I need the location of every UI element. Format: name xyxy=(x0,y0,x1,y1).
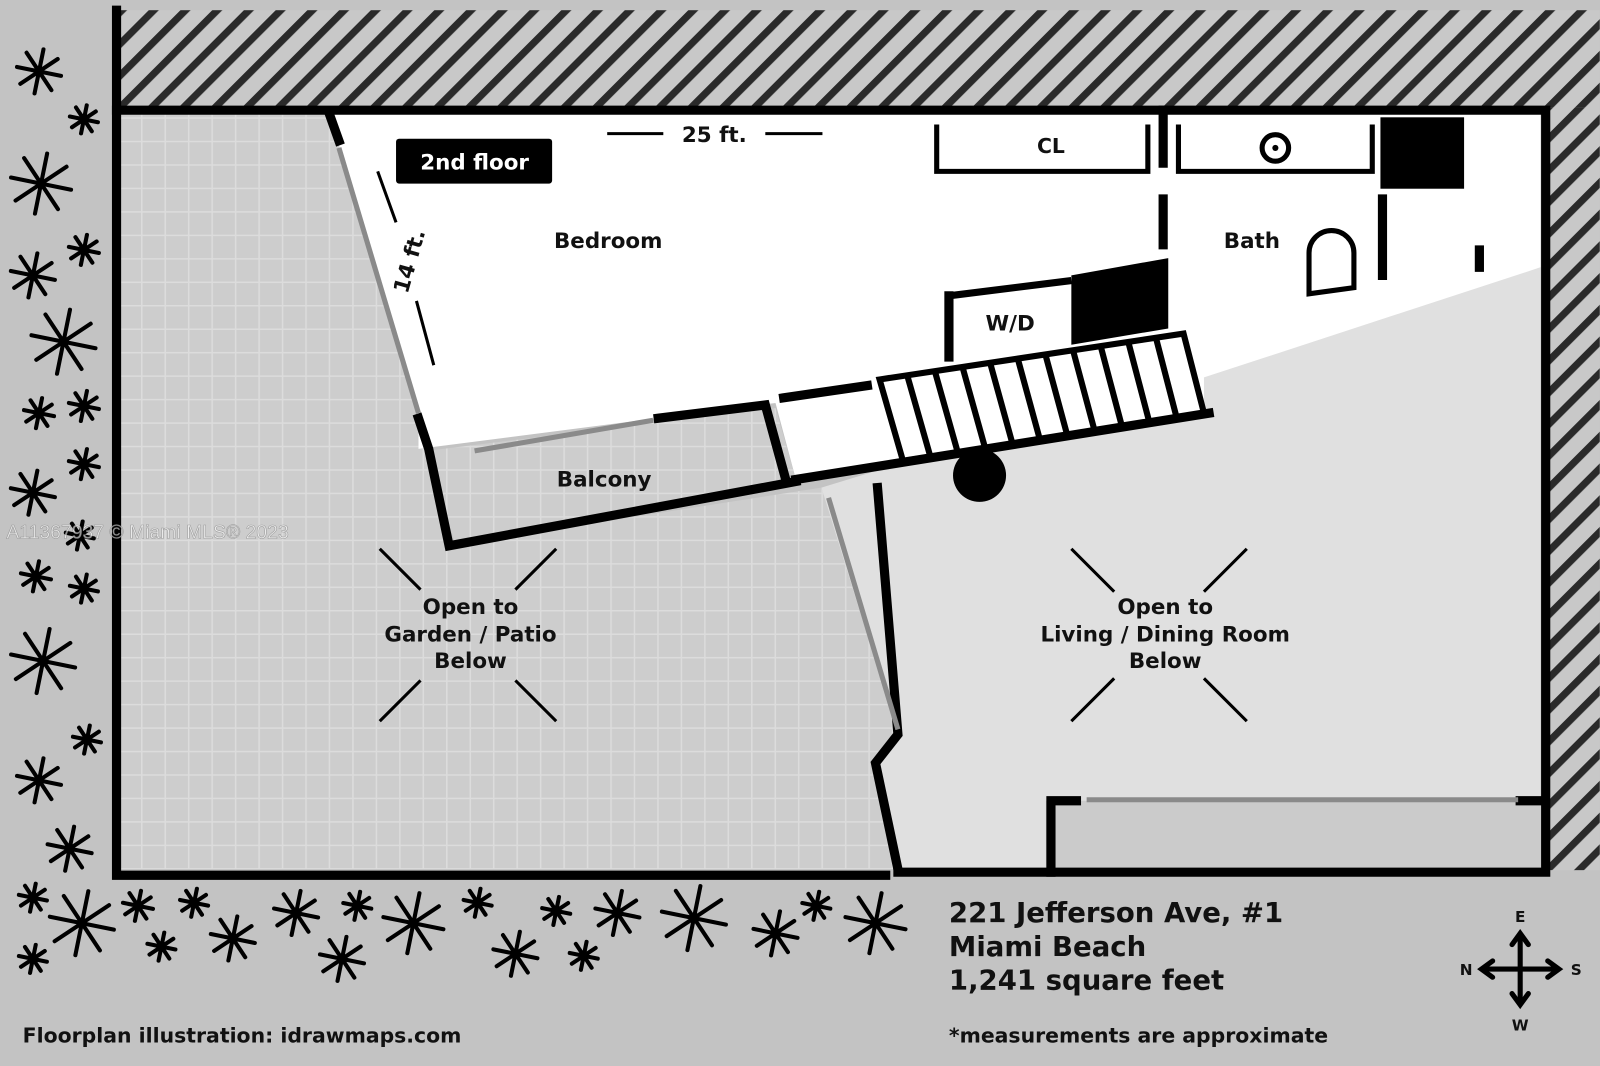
shrub-icon xyxy=(47,889,116,958)
stair-tread xyxy=(1152,336,1180,419)
shrub-icon xyxy=(208,914,257,963)
living-dining-area xyxy=(821,267,1541,870)
shrub-icon xyxy=(18,559,53,594)
shrub-icon xyxy=(66,232,101,267)
closet xyxy=(934,124,1151,174)
compass-north: N xyxy=(1460,961,1473,979)
floor-badge-label: 2nd floor xyxy=(420,150,529,175)
shrub-icon xyxy=(800,889,833,922)
shrub-icon xyxy=(540,894,573,927)
garden-label-line: Garden / Patio xyxy=(384,623,556,648)
open-below-marks xyxy=(378,547,1248,723)
shrub-icon xyxy=(8,251,57,300)
sink-icon xyxy=(1259,132,1292,164)
shrub-icon xyxy=(272,888,321,938)
stair-tread xyxy=(1042,353,1071,436)
shrub-icon xyxy=(593,888,642,938)
credit: Floorplan illustration: idrawmaps.com xyxy=(23,1024,462,1048)
address: 221 Jefferson Ave, #1 xyxy=(949,897,1283,929)
room-bath: Bath xyxy=(1224,229,1280,254)
garden-patio-area xyxy=(120,110,898,870)
shrub-icon xyxy=(45,824,94,873)
shrub-icon xyxy=(16,881,49,914)
living-label-line: Below xyxy=(1129,649,1202,674)
room-laundry: W/D xyxy=(986,312,1035,337)
shrub-icon xyxy=(381,891,446,956)
square-footage: 1,241 square feet xyxy=(949,964,1224,996)
city: Miami Beach xyxy=(949,931,1146,963)
stair-tread xyxy=(987,361,1016,445)
windows xyxy=(336,147,1519,803)
room-bedroom: Bedroom xyxy=(554,229,662,254)
shrub-icon xyxy=(14,756,64,805)
shrub-icon xyxy=(145,930,178,963)
stair-tread xyxy=(959,366,989,449)
living-label-line: Open to xyxy=(1117,595,1213,620)
floor-badge xyxy=(396,138,553,184)
shower-block xyxy=(1380,117,1465,189)
wd-block xyxy=(1071,258,1169,345)
stair-tread xyxy=(1014,357,1043,441)
shrub-icon xyxy=(70,723,103,756)
room-closet: CL xyxy=(1037,134,1065,158)
shrubs xyxy=(8,47,908,983)
room-balcony: Balcony xyxy=(557,468,652,493)
shrub-icon xyxy=(843,891,908,956)
compass-south: S xyxy=(1571,961,1582,979)
shrub-icon xyxy=(67,103,100,136)
compass-west: W xyxy=(1512,1016,1529,1034)
shrub-icon xyxy=(66,388,101,424)
living-label: Open to Living / Dining Room Below xyxy=(1040,595,1289,674)
shrub-icon xyxy=(67,572,100,605)
shrub-icon xyxy=(29,307,98,376)
column xyxy=(953,448,1007,502)
stair-tread xyxy=(904,374,934,458)
walls xyxy=(111,5,1551,880)
shrub-icon xyxy=(21,396,57,431)
shrub-icon xyxy=(178,886,211,919)
wd-wall xyxy=(948,276,1072,300)
garden-label-line: Open to xyxy=(423,595,519,620)
shrub-icon xyxy=(567,939,600,972)
stair-tread xyxy=(1070,349,1098,432)
shrub-icon xyxy=(8,468,57,517)
staircase xyxy=(875,330,1208,465)
shrub-icon xyxy=(14,47,64,96)
garden-label: Open to Garden / Patio Below xyxy=(384,595,556,674)
compass-icon: E W N S xyxy=(1460,908,1582,1034)
hatched-exterior-right xyxy=(1545,107,1600,871)
width-dimension: 25 ft. xyxy=(682,123,747,148)
shrub-icon xyxy=(66,447,101,482)
measurement-note: *measurements are approximate xyxy=(949,1024,1328,1048)
garden-label-line: Below xyxy=(434,649,507,674)
shrub-icon xyxy=(659,884,728,953)
dimension-lines xyxy=(376,132,823,366)
shrub-icon xyxy=(16,942,49,975)
stair-tread xyxy=(931,370,961,454)
shrub-icon xyxy=(751,909,800,958)
shrub-icon xyxy=(9,626,78,696)
shrub-icon xyxy=(317,934,367,983)
hatched-exterior-top xyxy=(116,10,1600,108)
shrub-icon xyxy=(9,151,74,216)
living-label-line: Living / Dining Room xyxy=(1040,623,1289,648)
watermark: A11367937 © Miami MLS® 2023 xyxy=(6,522,288,544)
shrub-icon xyxy=(120,888,155,923)
shrub-icon xyxy=(63,519,96,552)
lower-ledge xyxy=(1045,800,1541,870)
shrub-icon xyxy=(491,929,540,978)
stair-tread xyxy=(1097,345,1125,427)
stair-tread xyxy=(1125,341,1153,423)
shrub-icon xyxy=(461,886,494,919)
toilet-icon xyxy=(1306,228,1357,297)
compass-east: E xyxy=(1515,908,1525,926)
shrub-icon xyxy=(341,889,374,922)
bath-fixtures xyxy=(1175,117,1465,297)
bedroom-area xyxy=(328,110,1541,480)
